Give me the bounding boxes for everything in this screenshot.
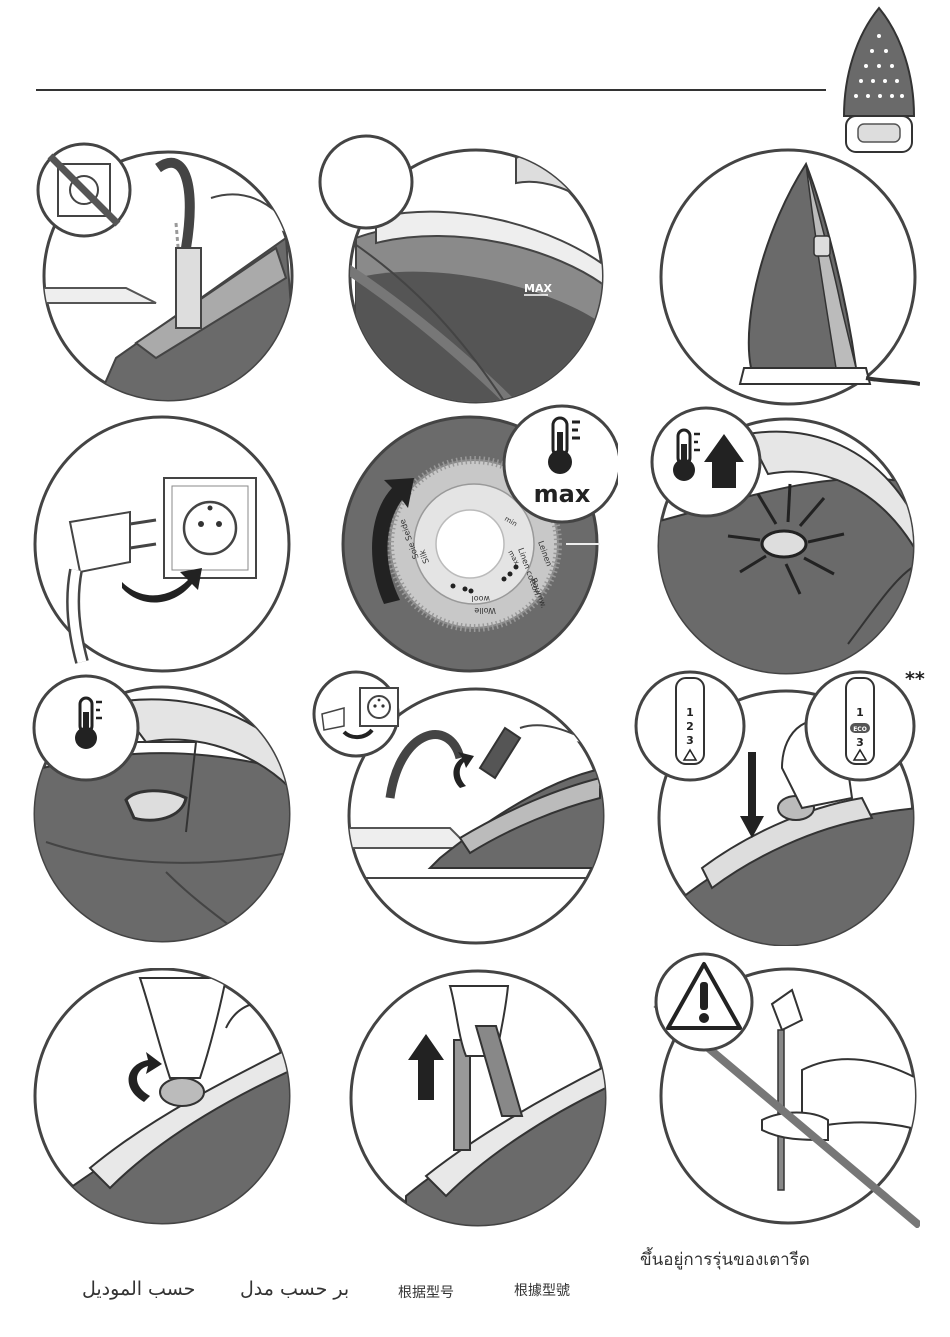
steam-setting-alt-3: 3 (856, 736, 864, 749)
temperature-light-icon (762, 531, 806, 557)
panel-temperature-dial: Leinen Linen cotton Baumw. Wolle wool So… (338, 404, 618, 676)
footer-note-thai: ขึ้นอยู่การรุ่นของเตารีด (640, 1246, 810, 1273)
panel-fill-max-level: MAX (316, 128, 608, 404)
steam-eco-badge: ECO (853, 726, 867, 733)
temperature-max-label: max (534, 480, 591, 508)
dial-label-wolle: Wolle (474, 606, 496, 615)
panel-twist-cartridge (30, 968, 296, 1230)
steam-setting-3: 3 (686, 734, 694, 747)
panel-light-off (26, 672, 294, 946)
max-level-label: MAX (524, 282, 552, 295)
model-note-marker: ** (905, 668, 925, 690)
footer-note-chinese-simplified: 根据型号 (398, 1282, 454, 1302)
panel-plug-in (30, 412, 294, 676)
panel-remove-cartridge (346, 966, 610, 1230)
steam-setting-alt-1: 1 (856, 706, 864, 719)
header-rule (36, 89, 826, 91)
panel-iron-upright (656, 146, 920, 408)
steam-setting-2: 2 (686, 720, 694, 733)
panel-refill-unplugged (310, 668, 606, 946)
footer-note-persian: بر حسب مدل (240, 1278, 349, 1300)
footer-note-arabic: حسب الموديل (82, 1278, 195, 1300)
footer-note-chinese-traditional: 根據型號 (514, 1280, 570, 1300)
iron-product-icon (836, 6, 922, 156)
steam-setting-1: 1 (686, 706, 694, 719)
panel-temperature-light (648, 404, 918, 676)
panel-fill-unplugged (36, 128, 298, 404)
dial-label-wool: wool (471, 594, 490, 603)
panel-warning-no-tool (652, 950, 920, 1228)
panel-steam-selector: 1 2 3 1 ECO 3 (632, 668, 918, 946)
